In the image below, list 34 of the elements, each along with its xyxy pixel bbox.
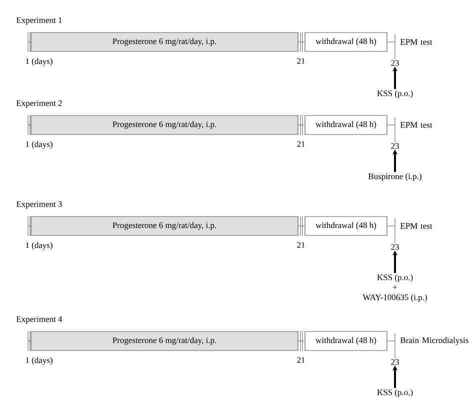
- day-label: 21: [297, 357, 305, 363]
- experiment-title: Experiment 1: [16, 17, 62, 25]
- day-label: 21: [297, 141, 305, 147]
- day-label: 23: [391, 143, 399, 149]
- experiment-title: Experiment 4: [16, 316, 62, 324]
- dosing-period-box: Progesterone 6 mg/rat/day, i.p.: [30, 331, 298, 351]
- withdrawal-box: withdrawal (48 h): [304, 32, 388, 52]
- dosing-period-box: Progesterone 6 mg/rat/day, i.p.: [30, 216, 298, 236]
- timeline-end-marker: [387, 333, 396, 359]
- day-label: 21: [297, 242, 305, 248]
- dosing-period-box: Progesterone 6 mg/rat/day, i.p.: [30, 115, 298, 135]
- day-label: 23: [391, 244, 399, 250]
- outcome-label: Brain Microdialysis: [400, 337, 468, 345]
- day-label: 23: [391, 359, 399, 365]
- day-label: 21: [297, 58, 305, 64]
- day-label: 23: [391, 60, 399, 66]
- outcome-label: EPM test: [400, 122, 432, 128]
- timeline-line: [298, 340, 305, 342]
- experiment-title: Experiment 3: [16, 201, 62, 209]
- withdrawal-box: withdrawal (48 h): [304, 115, 388, 135]
- treatment-label: KSS (p.o.) + WAY-100635 (i.p.): [362, 274, 427, 302]
- treatment-label: KSS (p.o.): [377, 389, 413, 397]
- outcome-label: EPM test: [400, 39, 432, 45]
- treatment-label: Buspirone (i.p.): [368, 173, 422, 181]
- timeline-end-marker: [387, 117, 396, 143]
- withdrawal-box: withdrawal (48 h): [304, 216, 388, 236]
- timeline-end-marker: [387, 34, 396, 60]
- timeline-end-marker: [387, 218, 396, 244]
- dosing-period-box: Progesterone 6 mg/rat/day, i.p.: [30, 32, 298, 52]
- timeline-line: [298, 124, 305, 126]
- outcome-label: EPM test: [400, 223, 432, 229]
- treatment-label: KSS (p.o.): [377, 90, 413, 98]
- experiment-title: Experiment 2: [16, 100, 62, 108]
- withdrawal-box: withdrawal (48 h): [304, 331, 388, 351]
